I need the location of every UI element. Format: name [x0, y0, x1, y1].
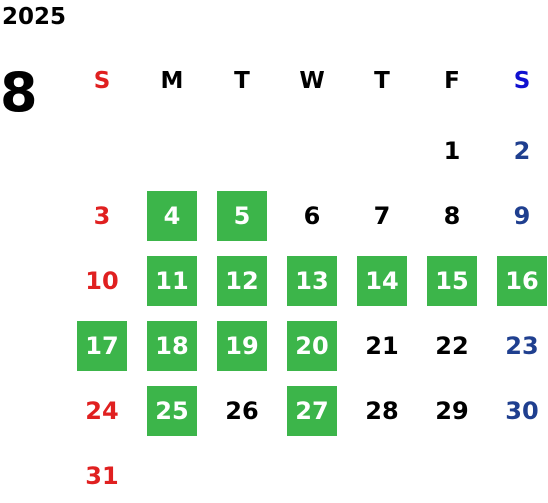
- day-cell-16[interactable]: 16: [497, 256, 547, 306]
- day-cell-26[interactable]: 26: [225, 397, 259, 425]
- day-cell-28[interactable]: 28: [365, 397, 399, 425]
- day-cell-17[interactable]: 17: [77, 321, 127, 371]
- day-cell-24[interactable]: 24: [85, 397, 119, 425]
- day-cell-23[interactable]: 23: [505, 332, 539, 360]
- weekday-header-wed: W: [299, 68, 325, 94]
- day-cell-15[interactable]: 15: [427, 256, 477, 306]
- day-cell-9[interactable]: 9: [513, 202, 531, 230]
- day-cell-18[interactable]: 18: [147, 321, 197, 371]
- weekday-header-sun: S: [93, 68, 111, 94]
- day-cell-10[interactable]: 10: [85, 267, 119, 295]
- day-cell-14[interactable]: 14: [357, 256, 407, 306]
- calendar-month: 8: [0, 61, 38, 124]
- day-cell-29[interactable]: 29: [435, 397, 469, 425]
- day-cell-30[interactable]: 30: [505, 397, 539, 425]
- weekday-header-mon: M: [160, 68, 184, 94]
- day-cell-25[interactable]: 25: [147, 386, 197, 436]
- calendar-year: 2025: [2, 4, 67, 30]
- day-cell-11[interactable]: 11: [147, 256, 197, 306]
- day-cell-19[interactable]: 19: [217, 321, 267, 371]
- weekday-header-fri: F: [444, 68, 460, 94]
- day-cell-12[interactable]: 12: [217, 256, 267, 306]
- day-cell-3[interactable]: 3: [93, 202, 111, 230]
- day-cell-6[interactable]: 6: [303, 202, 321, 230]
- day-cell-20[interactable]: 20: [287, 321, 337, 371]
- day-cell-31[interactable]: 31: [85, 462, 119, 490]
- weekday-header-tue: T: [234, 68, 250, 94]
- weekday-header-sat: S: [513, 68, 531, 94]
- day-cell-22[interactable]: 22: [435, 332, 469, 360]
- day-cell-21[interactable]: 21: [365, 332, 399, 360]
- day-cell-27[interactable]: 27: [287, 386, 337, 436]
- day-cell-13[interactable]: 13: [287, 256, 337, 306]
- weekday-header-thu: T: [374, 68, 390, 94]
- day-cell-4[interactable]: 4: [147, 191, 197, 241]
- day-cell-7[interactable]: 7: [373, 202, 391, 230]
- day-cell-8[interactable]: 8: [443, 202, 461, 230]
- day-cell-2[interactable]: 2: [513, 137, 531, 165]
- day-cell-5[interactable]: 5: [217, 191, 267, 241]
- day-cell-1[interactable]: 1: [443, 137, 461, 165]
